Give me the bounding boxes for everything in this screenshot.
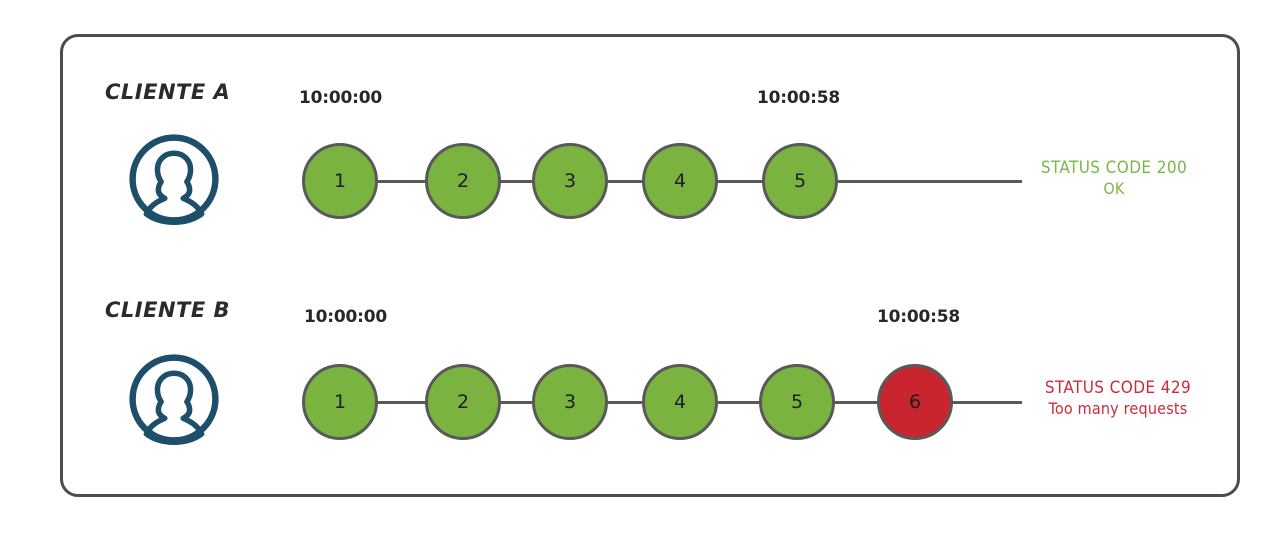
- request-node-a-2-label: 2: [456, 170, 470, 192]
- request-node-b-3-label: 3: [563, 391, 577, 413]
- request-node-b-2-label: 2: [456, 391, 470, 413]
- request-node-b-1[interactable]: 1: [302, 364, 378, 440]
- link-a-5-status: [838, 180, 1022, 183]
- link-b-3-4: [600, 401, 646, 404]
- link-b-4-5: [710, 401, 765, 404]
- status-code-a: STATUS CODE 200: [1040, 158, 1188, 178]
- request-node-b-4[interactable]: 4: [642, 364, 718, 440]
- timestamp-start-a: 10:00:00: [299, 88, 382, 108]
- link-a-1-2: [375, 180, 433, 183]
- request-node-b-5[interactable]: 5: [759, 364, 835, 440]
- diagram-frame: [60, 34, 1240, 497]
- link-b-2-3: [488, 401, 533, 404]
- request-node-b-4-label: 4: [673, 391, 687, 413]
- status-code-b: STATUS CODE 429: [1044, 378, 1192, 398]
- timestamp-start-b: 10:00:00: [304, 307, 387, 327]
- user-avatar-icon: [128, 353, 220, 445]
- link-b-5-6: [830, 401, 882, 404]
- request-node-a-1[interactable]: 1: [302, 143, 378, 219]
- user-avatar-icon: [128, 133, 220, 225]
- timestamp-end-b: 10:00:58: [877, 307, 960, 327]
- request-node-b-5-label: 5: [790, 391, 804, 413]
- request-node-a-5-label: 5: [793, 170, 807, 192]
- request-node-a-2[interactable]: 2: [425, 143, 501, 219]
- request-node-a-4[interactable]: 4: [642, 143, 718, 219]
- request-node-a-3-label: 3: [563, 170, 577, 192]
- request-node-b-2[interactable]: 2: [425, 364, 501, 440]
- timestamp-end-a: 10:00:58: [757, 88, 840, 108]
- request-node-b-3[interactable]: 3: [532, 364, 608, 440]
- link-a-2-3: [488, 180, 533, 183]
- request-node-a-4-label: 4: [673, 170, 687, 192]
- link-a-4-5: [710, 180, 765, 183]
- request-node-a-5[interactable]: 5: [762, 143, 838, 219]
- status-badge-b: STATUS CODE 429 Too many requests: [1028, 378, 1208, 419]
- request-node-b-6[interactable]: 6: [877, 364, 953, 440]
- status-badge-a: STATUS CODE 200 OK: [1028, 158, 1200, 199]
- request-node-b-1-label: 1: [333, 391, 347, 413]
- request-node-a-1-label: 1: [333, 170, 347, 192]
- client-b-label: CLIENTE B: [105, 298, 231, 322]
- link-a-3-4: [600, 180, 646, 183]
- status-detail-a: OK: [1103, 179, 1125, 199]
- request-node-a-3[interactable]: 3: [532, 143, 608, 219]
- status-detail-b: Too many requests: [1048, 399, 1188, 419]
- request-node-b-6-label: 6: [908, 391, 922, 413]
- link-b-6-status: [948, 401, 1022, 404]
- client-a-label: CLIENTE A: [105, 80, 231, 104]
- link-b-1-2: [375, 401, 433, 404]
